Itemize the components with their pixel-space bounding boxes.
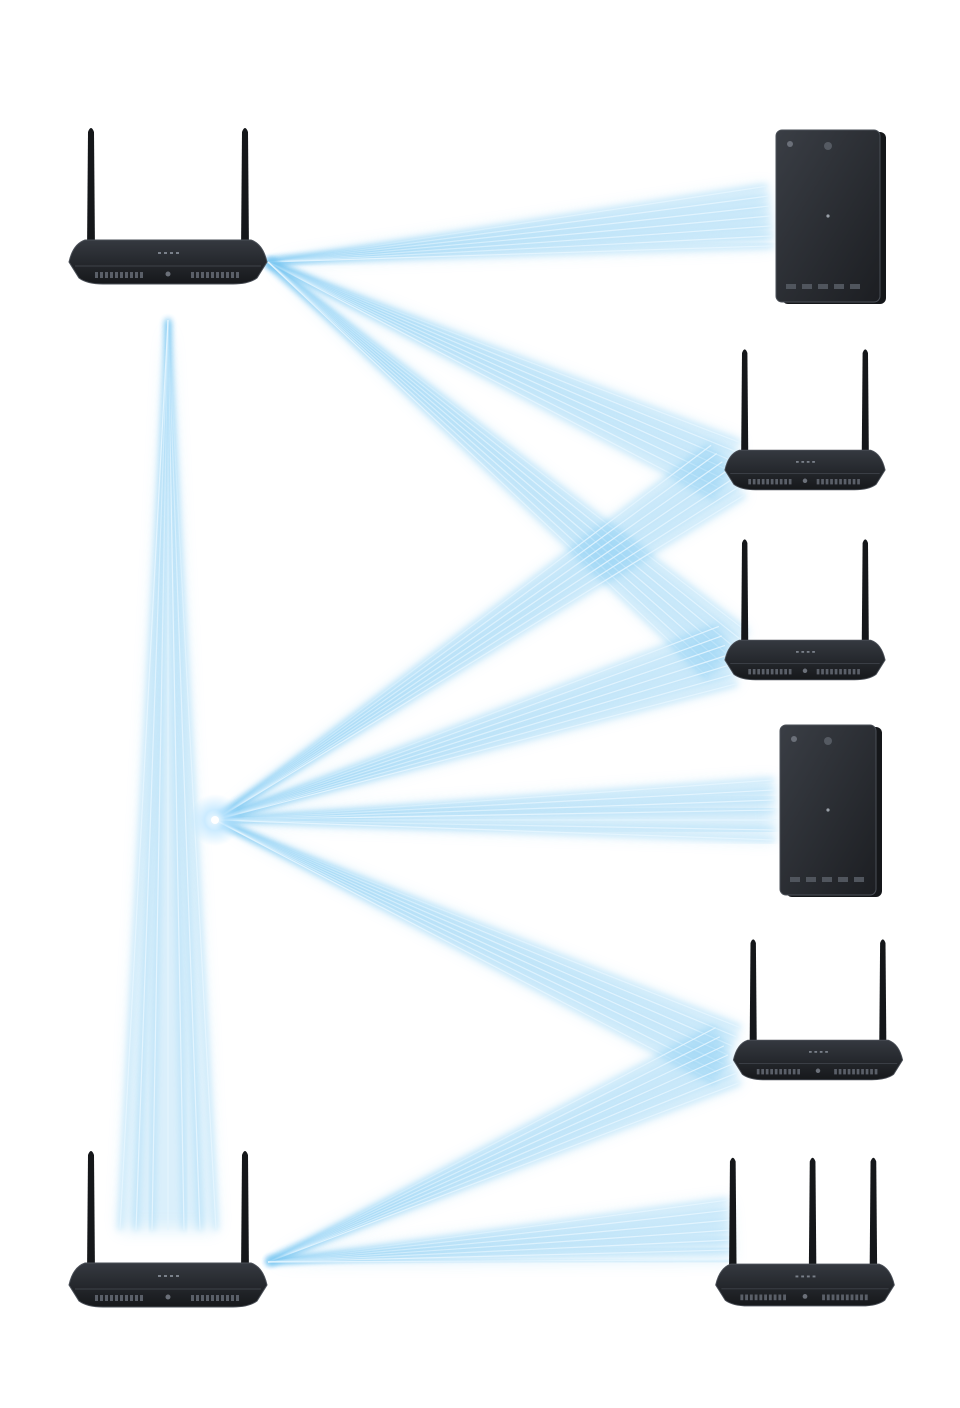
- network-devices: [68, 128, 904, 1308]
- signal-beam: [214, 777, 775, 843]
- server-box-icon: [775, 129, 886, 304]
- signal-beam: [117, 319, 219, 1231]
- signal-beam: [267, 1197, 733, 1265]
- signal-beam: [266, 259, 742, 500]
- wifi-router-icon: [68, 1151, 268, 1308]
- server-box-icon: [779, 724, 882, 897]
- signal-beam: [266, 260, 750, 680]
- wifi-router-icon: [724, 349, 886, 491]
- signal-beam: [214, 624, 738, 823]
- signal-beams: [117, 183, 775, 1265]
- signal-beam: [213, 443, 747, 823]
- signal-hub-icon: [189, 794, 241, 846]
- signal-beam: [213, 817, 742, 1085]
- signal-beam: [267, 183, 773, 265]
- wifi-router-icon: [715, 1157, 895, 1307]
- wifi-router-icon: [724, 539, 886, 681]
- wifi-router-icon: [732, 939, 904, 1081]
- signal-beam: [266, 1025, 742, 1265]
- wifi-router-icon: [68, 128, 268, 285]
